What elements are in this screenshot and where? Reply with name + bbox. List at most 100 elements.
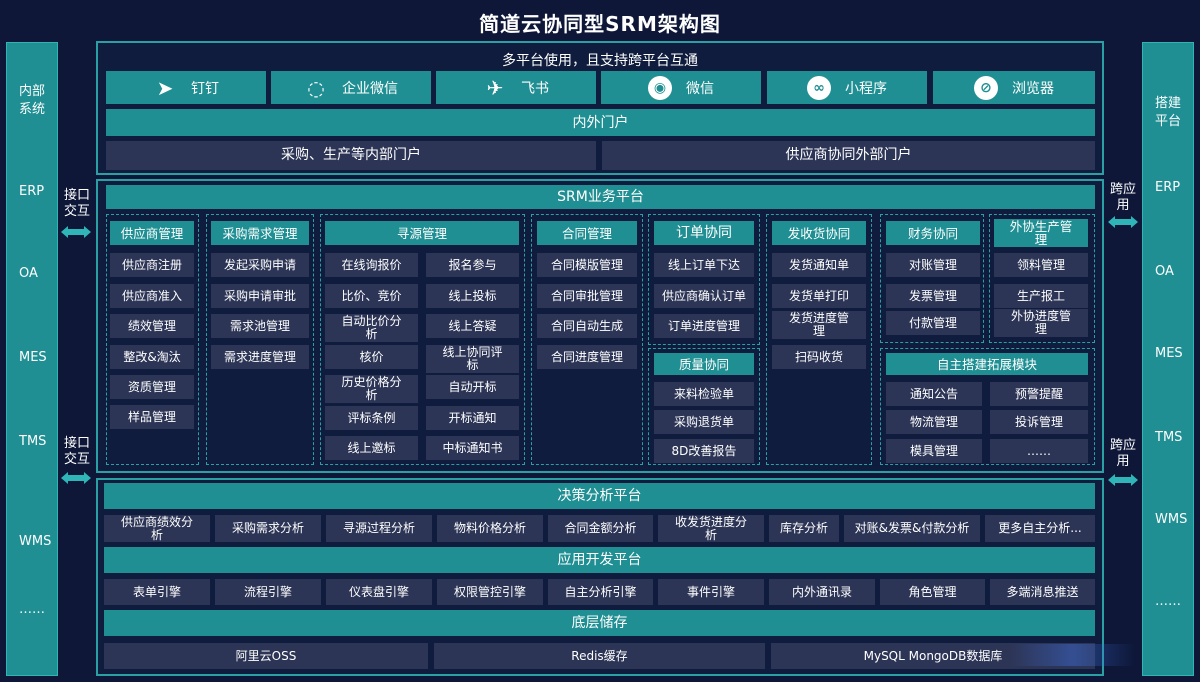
- right-item-wms: WMS: [1155, 512, 1188, 527]
- build-platform-panel: 搭建 平台 ERP OA MES TMS WMS ……: [1142, 42, 1194, 676]
- form-engine: 表单引擎: [104, 579, 210, 605]
- initiate-purchase-request: 发起采购申请: [211, 253, 309, 277]
- bid-opening-notice: 开标通知: [426, 406, 519, 430]
- online-invitation: 线上邀标: [325, 436, 418, 460]
- right-double-arrow-bottom-icon: [1106, 472, 1140, 488]
- demand-management-header: 采购需求管理: [211, 221, 309, 245]
- finance-collaboration-column: [880, 214, 984, 343]
- delivery-collaboration-header: 发收货协同: [772, 221, 866, 245]
- outsource-production-header: 外协生产管 理: [994, 219, 1088, 247]
- bid-evaluation-rules: 评标条例: [325, 406, 418, 430]
- left-item-oa: OA: [19, 266, 38, 281]
- supplier-management-column: [106, 214, 199, 465]
- right-item-mes: MES: [1155, 346, 1183, 361]
- delivery-progress-management: 发货进度管 理: [772, 311, 866, 339]
- contract-progress-management: 合同进度管理: [537, 345, 637, 369]
- dashboard-engine: 仪表盘引擎: [326, 579, 432, 605]
- left-interface-label-bottom: 接口 交互: [63, 436, 90, 467]
- wecom-icon: ◌: [307, 75, 325, 100]
- left-item-more: ……: [19, 602, 45, 617]
- order-collaboration-column: [648, 214, 760, 345]
- external-portal: 供应商协同外部门户: [602, 141, 1095, 170]
- quality-collaboration-header: 质量协同: [654, 353, 754, 375]
- multi-platform-heading: 多平台使用，且支持跨平台互通: [502, 53, 698, 69]
- supplier-order-confirmation: 供应商确认订单: [654, 284, 754, 308]
- platform-wechat: ◉ 微信: [601, 71, 761, 104]
- platform-dingtalk: ➤ 钉钉: [106, 71, 266, 104]
- right-item-tms: TMS: [1155, 430, 1183, 445]
- mysql-mongodb-database: MySQL MongoDB数据库: [771, 643, 1095, 669]
- right-double-arrow-top-icon: [1106, 214, 1140, 230]
- right-item-erp: ERP: [1155, 180, 1181, 195]
- dingtalk-icon: ➤: [156, 75, 174, 100]
- srm-platform-heading: SRM业务平台: [106, 185, 1095, 209]
- multi-terminal-push: 多端消息推送: [990, 579, 1095, 605]
- payment-management: 付款管理: [886, 311, 980, 335]
- demand-progress-management: 需求进度管理: [211, 345, 309, 369]
- portal-bar: 内外门户: [106, 109, 1095, 136]
- supplier-admission: 供应商准入: [110, 284, 194, 308]
- supplier-performance-analysis: 供应商绩效分 析: [104, 515, 210, 542]
- platform-label: 小程序: [845, 80, 887, 97]
- extension-module-column: [880, 348, 1095, 465]
- right-cross-app-label-top: 跨应 用: [1109, 182, 1136, 213]
- internal-systems-title: 内部 系统: [19, 84, 46, 117]
- online-collaborative-evaluation: 线上协同评 标: [426, 345, 519, 373]
- left-item-mes: MES: [19, 350, 47, 365]
- auto-bid-opening: 自动开标: [426, 375, 519, 399]
- wechat-icon: ◉: [648, 75, 672, 100]
- platform-label: 飞书: [521, 80, 549, 97]
- sourcing-column: [320, 214, 525, 465]
- page-title: 简道云协同型SRM架构图: [479, 12, 721, 36]
- role-management: 角色管理: [880, 579, 985, 605]
- extension-module-header: 自主搭建拓展模块: [886, 353, 1088, 375]
- bid-award-notice: 中标通知书: [426, 436, 519, 460]
- platform-feishu: ✈ 飞书: [436, 71, 596, 104]
- build-platform-title: 搭建 平台: [1155, 96, 1182, 129]
- demand-pool-management: 需求池管理: [211, 314, 309, 338]
- contract-template-management: 合同模版管理: [537, 253, 637, 277]
- aliyun-oss: 阿里云OSS: [104, 643, 428, 669]
- supplier-management-header: 供应商管理: [110, 221, 194, 245]
- order-collaboration-header: 订单协同: [654, 221, 754, 245]
- scan-receiving: 扫码收货: [772, 345, 866, 369]
- storage-heading: 底层储存: [104, 610, 1095, 636]
- quality-collaboration-column: [648, 348, 760, 465]
- price-comparison-bidding: 比价、竞价: [325, 284, 418, 308]
- feishu-icon: ✈: [486, 75, 504, 100]
- delivery-note-printing: 发货单打印: [772, 284, 866, 308]
- finance-collaboration-header: 财务协同: [886, 221, 980, 245]
- demand-management-column: [206, 214, 314, 465]
- left-item-wms: WMS: [19, 534, 52, 549]
- material-requisition-management: 领料管理: [994, 253, 1088, 277]
- supplier-registration: 供应商注册: [110, 253, 194, 277]
- sourcing-process-analysis: 寻源过程分析: [326, 515, 432, 542]
- qualification-management: 资质管理: [110, 375, 194, 399]
- purchase-demand-analysis: 采购需求分析: [215, 515, 321, 542]
- address-book: 内外通讯录: [769, 579, 875, 605]
- left-item-erp: ERP: [19, 184, 45, 199]
- order-progress-management: 订单进度管理: [654, 314, 754, 338]
- warning-reminder: 预警提醒: [990, 382, 1088, 406]
- self-analysis-engine: 自主分析引擎: [548, 579, 653, 605]
- outsource-progress-management: 外协进度管 理: [994, 309, 1088, 337]
- redis-cache: Redis缓存: [434, 643, 765, 669]
- purchase-request-approval: 采购申请审批: [211, 284, 309, 308]
- event-engine: 事件引擎: [658, 579, 764, 605]
- left-double-arrow-bottom-icon: [59, 470, 93, 486]
- permission-engine: 权限管控引擎: [437, 579, 543, 605]
- platform-wecom: ◌ 企业微信: [271, 71, 431, 104]
- extension-more: ……: [990, 439, 1088, 463]
- right-item-more: ……: [1155, 594, 1181, 609]
- decision-platform-heading: 决策分析平台: [104, 483, 1095, 509]
- online-bidding: 线上投标: [426, 284, 519, 308]
- left-interface-label-top: 接口 交互: [63, 188, 90, 219]
- reconciliation-management: 对账管理: [886, 253, 980, 277]
- compass-icon: ⊘: [974, 75, 998, 100]
- left-double-arrow-top-icon: [59, 224, 93, 240]
- delivery-collaboration-column: [766, 214, 872, 465]
- left-item-tms: TMS: [19, 434, 47, 449]
- notice-announcement: 通知公告: [886, 382, 982, 406]
- outsource-production-column: [989, 214, 1095, 343]
- mini-program-icon: ∞: [807, 75, 831, 100]
